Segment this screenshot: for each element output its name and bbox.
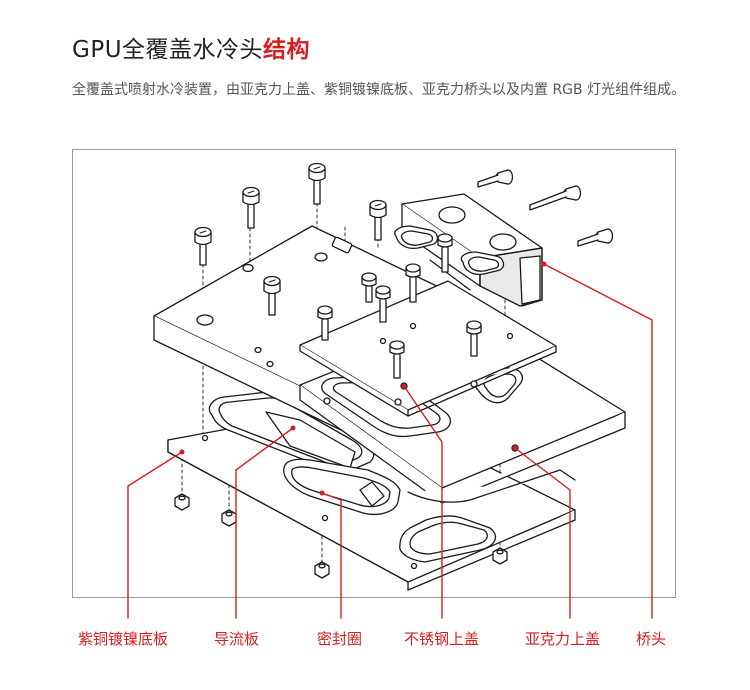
title-accent: 结构 [263, 37, 311, 63]
nut-3 [314, 561, 330, 579]
screws [194, 162, 614, 379]
flow-guide-and-seal [208, 391, 497, 563]
callout-lines [127, 261, 653, 619]
screw-8 [375, 285, 391, 323]
label-bridge: 桥头 [636, 630, 667, 648]
page-title: GPU全覆盖水冷头结构 [72, 30, 310, 64]
screw-6 [317, 305, 333, 341]
nut-2 [221, 509, 237, 527]
bridge-block [394, 193, 543, 307]
nut-4 [492, 547, 508, 565]
screw-h-1 [477, 169, 514, 188]
nuts [174, 493, 508, 579]
screw-9 [405, 263, 421, 303]
screw-2 [242, 186, 260, 229]
inner-seal-ring [321, 367, 523, 438]
screw-3 [308, 162, 326, 205]
label-acrylic-cover: 亚克力上盖 [525, 630, 601, 648]
screw-1 [194, 226, 212, 266]
title-main: GPU全覆盖水冷头 [72, 37, 264, 63]
screw-h-3 [577, 228, 614, 247]
label-steel-cover: 不锈钢上盖 [404, 630, 480, 648]
label-seal-ring: 密封圈 [317, 630, 363, 648]
screw-11 [389, 340, 405, 379]
screw-5 [263, 275, 281, 316]
screw-4 [369, 199, 387, 241]
nut-1 [174, 493, 190, 511]
label-copper-plate: 紫铜镀镍底板 [78, 630, 169, 648]
diagram-frame [72, 149, 676, 598]
screw-h-2 [529, 185, 582, 211]
page-description: 全覆盖式喷射水冷装置，由亚克力上盖、紫铜镀镍底板、亚克力桥头以及内置 RGB 灯… [72, 82, 686, 98]
screw-7 [361, 272, 377, 303]
screw-10 [437, 233, 453, 273]
label-flow-guide: 导流板 [214, 630, 260, 648]
stainless-steel-cover [299, 280, 557, 417]
screw-12 [466, 320, 482, 357]
